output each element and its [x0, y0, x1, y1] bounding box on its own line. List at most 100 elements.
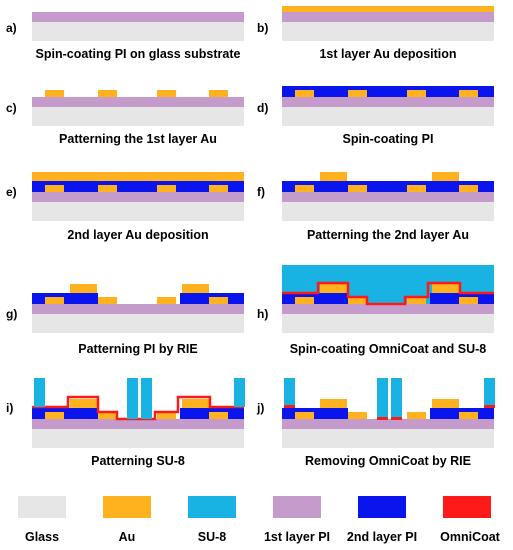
glass-layer — [32, 107, 244, 126]
au-pad — [295, 185, 314, 192]
step-caption: Patterning PI by RIE — [78, 342, 197, 356]
glass-layer — [32, 22, 244, 41]
pi1-layer — [32, 12, 244, 22]
legend-swatch-glass — [18, 496, 66, 518]
legend-label-pi2: 2nd layer PI — [347, 530, 417, 544]
glass-layer — [32, 429, 244, 448]
step-h: h) Spin-coating OmniCoat and SU-8 — [257, 265, 494, 356]
su8-pillar — [127, 378, 138, 419]
au-top-pad — [70, 284, 97, 293]
glass-layer — [282, 429, 494, 448]
su8-pillar — [141, 378, 152, 419]
step-letter: j) — [256, 401, 264, 415]
au-top-pad — [432, 172, 459, 181]
legend-label-omnicoat: OmniCoat — [440, 530, 501, 544]
omnicoat-remnant — [377, 417, 388, 420]
au-pad — [157, 412, 176, 419]
au-layer — [32, 172, 244, 181]
au-pad — [45, 412, 64, 419]
pi1-layer — [282, 192, 494, 202]
legend-label-au: Au — [119, 530, 136, 544]
glass-layer — [282, 107, 494, 126]
step-caption: 1st layer Au deposition — [319, 47, 456, 61]
au-pad — [45, 90, 64, 97]
step-letter: d) — [257, 101, 268, 115]
au-pad — [98, 90, 117, 97]
su8-pillar — [484, 378, 495, 405]
pi2-layer — [32, 181, 244, 192]
au-pad — [209, 412, 228, 419]
au-pad — [348, 185, 367, 192]
legend-swatch-pi1 — [273, 496, 321, 518]
au-top-pad — [320, 172, 347, 181]
legend-label-glass: Glass — [25, 530, 59, 544]
step-letter: g) — [6, 307, 17, 321]
legend-label-pi1: 1st layer PI — [264, 530, 330, 544]
au-pad — [157, 185, 176, 192]
step-letter: f) — [257, 185, 265, 199]
legend-swatch-su8 — [188, 496, 236, 518]
au-pad — [295, 412, 314, 419]
au-top-pad — [320, 399, 347, 408]
pi2-block — [32, 408, 98, 419]
step-letter: a) — [6, 21, 17, 35]
au-pad — [209, 297, 228, 304]
au-pad — [98, 412, 117, 419]
glass-layer — [282, 202, 494, 221]
omnicoat-remnant — [391, 417, 402, 420]
step-letter: b) — [257, 21, 268, 35]
au-top-pad — [432, 399, 459, 408]
glass-layer — [282, 22, 494, 41]
au-pad — [459, 412, 478, 419]
su8-pillar — [377, 378, 388, 417]
step-caption: Patterning SU-8 — [91, 454, 185, 468]
au-pad — [348, 297, 367, 304]
su8-pillar — [34, 378, 45, 407]
au-pad — [295, 297, 314, 304]
glass-layer — [32, 202, 244, 221]
step-e: e) 2nd layer Au deposition — [6, 172, 244, 242]
omnicoat-layer — [282, 281, 494, 306]
step-j: j) Removing OmniCoat by RIE — [256, 378, 495, 468]
pi2-block — [282, 408, 348, 419]
legend-swatch-pi2 — [358, 496, 406, 518]
su8-pillar — [284, 378, 295, 405]
au-pad — [45, 185, 64, 192]
step-i: i) Patterning SU-8 — [6, 378, 245, 468]
pi2-block — [282, 293, 348, 304]
au-pad — [459, 185, 478, 192]
omnicoat-remnant — [484, 405, 495, 408]
au-pad — [98, 185, 117, 192]
step-letter: c) — [6, 101, 17, 115]
au-top-pad — [432, 284, 459, 293]
step-caption: Spin-coating PI on glass substrate — [36, 47, 241, 61]
legend-label-su8: SU-8 — [198, 530, 227, 544]
legend-swatch-au — [103, 496, 151, 518]
step-b: b) 1st layer Au deposition — [257, 6, 494, 61]
au-top-pad — [182, 399, 209, 408]
au-pad — [209, 185, 228, 192]
step-caption: Spin-coating PI — [343, 132, 434, 146]
au-pad — [407, 185, 426, 192]
su8-pillar — [391, 378, 402, 417]
pi1-layer — [282, 12, 494, 22]
legend-swatch-omnicoat — [443, 496, 491, 518]
legend: Glass Au SU-8 1st layer PI 2nd layer PI … — [18, 496, 501, 544]
pi1-layer — [282, 304, 494, 314]
pi1-layer — [32, 419, 244, 429]
glass-layer — [32, 314, 244, 333]
au-pad — [348, 90, 367, 97]
step-caption: Spin-coating OmniCoat and SU-8 — [290, 342, 487, 356]
au-pad — [98, 297, 117, 304]
pi1-layer — [32, 192, 244, 202]
step-letter: h) — [257, 307, 268, 321]
step-f: f) Patterning the 2nd layer Au — [257, 172, 494, 242]
au-pad — [348, 412, 367, 419]
au-pad — [407, 297, 426, 304]
au-pad — [407, 412, 426, 419]
au-top-pad — [320, 284, 347, 293]
omnicoat-remnant — [284, 405, 295, 408]
au-layer — [282, 6, 494, 12]
au-pad — [209, 90, 228, 97]
